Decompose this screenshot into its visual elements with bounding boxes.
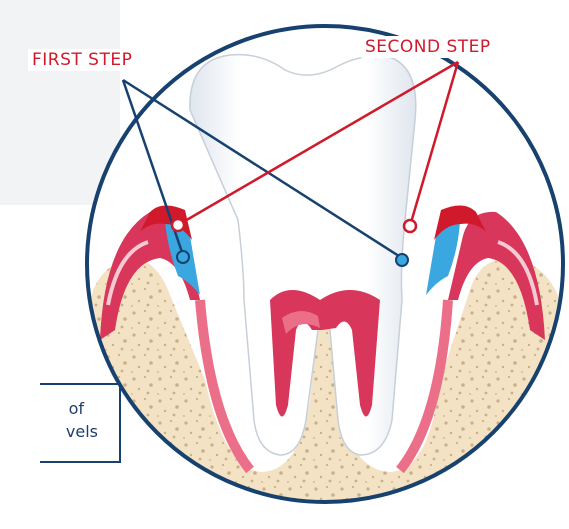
first-step-label: FIRST STEP [28, 49, 136, 71]
caption-line-1: of [64, 398, 84, 419]
caption-line-2: vels [54, 421, 98, 442]
info-panel [0, 0, 120, 205]
second-step-label: SECOND STEP [361, 36, 495, 58]
second-step-marker-right [404, 220, 416, 232]
first-step-marker-right [396, 254, 408, 266]
second-step-marker-left [172, 219, 184, 231]
first-step-marker-left [177, 251, 189, 263]
